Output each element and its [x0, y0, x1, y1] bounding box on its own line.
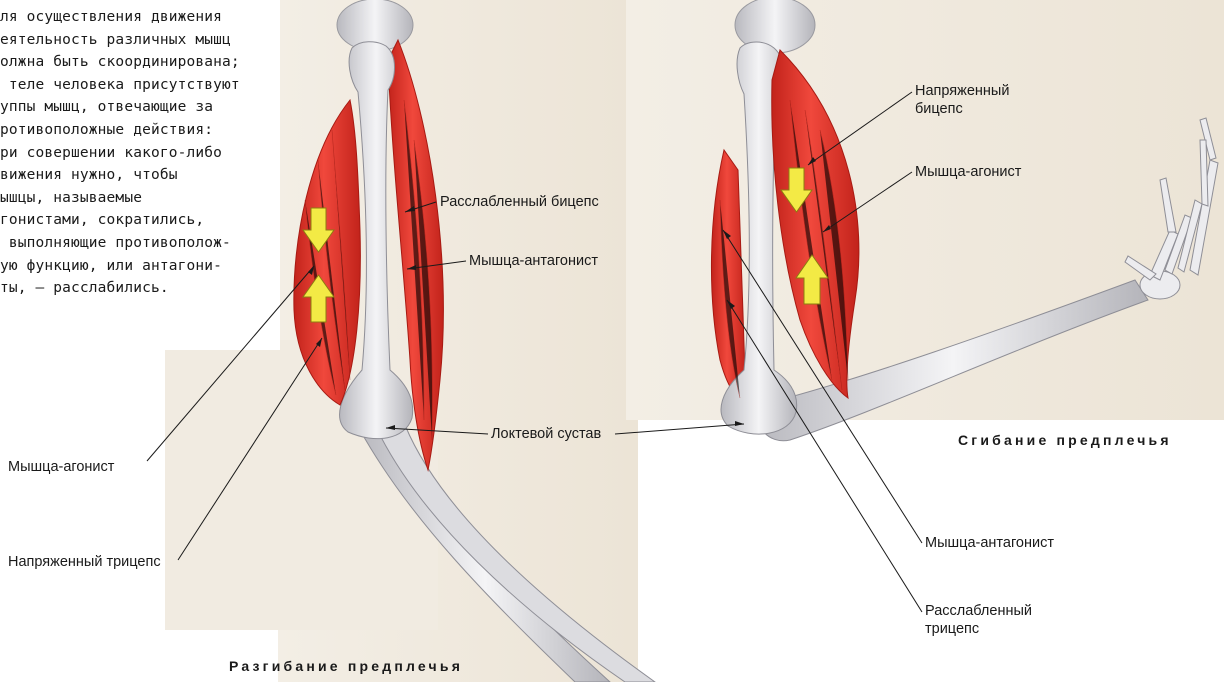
- label-antagonist-left: Мышца-антагонист: [469, 252, 598, 270]
- intro-paragraph: ля осуществления движения еятельность ра…: [0, 6, 268, 300]
- label-tense-triceps: Напряженный трицепс: [8, 553, 161, 571]
- label-elbow-joint: Локтевой сустав: [491, 425, 601, 443]
- label-antagonist-right: Мышца-антагонист: [925, 534, 1054, 552]
- label-agonist-right: Мышца-агонист: [915, 163, 1021, 181]
- label-relaxed-biceps-left: Расслабленный бицепс: [440, 193, 599, 211]
- label-relaxed-triceps: Расслабленный трицепс: [925, 602, 1032, 638]
- label-agonist-left: Мышца-агонист: [8, 458, 114, 476]
- caption-flexion: Сгибание предплечья: [958, 432, 1172, 448]
- caption-extension: Разгибание предплечья: [229, 658, 463, 674]
- label-tense-biceps: Напряженный бицепс: [915, 82, 1009, 118]
